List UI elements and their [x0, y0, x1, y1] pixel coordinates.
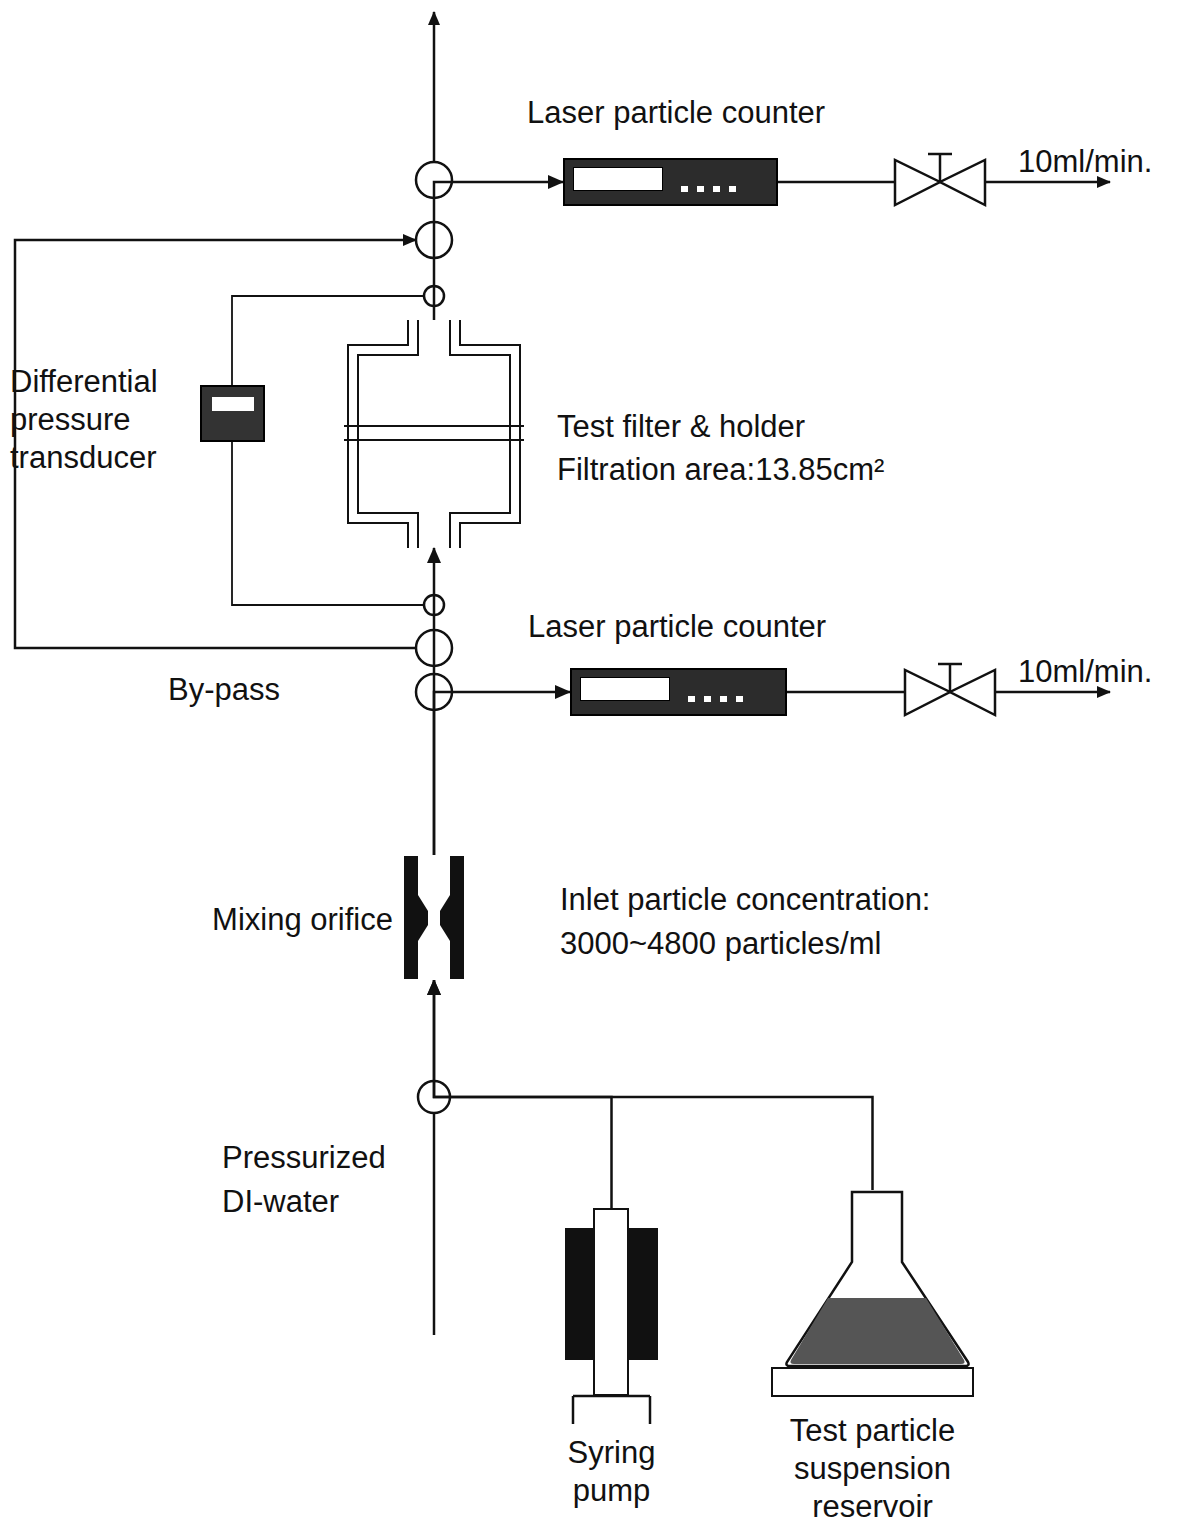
- equipment-label: Filtration area:13.85cm²: [557, 451, 884, 489]
- valve: [905, 670, 950, 715]
- transducer-display: [212, 397, 254, 411]
- drain-line: [995, 691, 1110, 694]
- equipment-node: Syring pump: [563, 1208, 660, 1425]
- flow-connector: [434, 182, 563, 320]
- equipment-label: Test particle suspension reservoir: [765, 1412, 980, 1526]
- equipment-node: Test filter & holderFiltration area:13.8…: [344, 320, 524, 548]
- valve: [940, 160, 985, 205]
- valve: [895, 160, 940, 205]
- outlet-pipe: [433, 12, 436, 162]
- counter-display: [573, 167, 663, 191]
- sample-line: [778, 181, 895, 184]
- syringe: [563, 1208, 660, 1425]
- note-label: Inlet particle concentration: 3000~4800 …: [560, 878, 1045, 966]
- equipment-node: Differential pressure transducer: [200, 385, 265, 442]
- equipment-node: Laser particle counter: [570, 668, 787, 716]
- transducer-body: [200, 385, 265, 442]
- orifice-body: [403, 855, 465, 980]
- equipment-label: Syring pump: [543, 1434, 680, 1510]
- valve-stem: [938, 663, 962, 666]
- note-label: Pressurized DI-water: [222, 1136, 427, 1224]
- flow-connector: [434, 692, 570, 855]
- valve-stem: [949, 664, 952, 692]
- equipment-node: Test particle suspension reservoir: [770, 1190, 975, 1398]
- pressure-line: [232, 296, 424, 385]
- note-label: 10ml/min.: [1018, 650, 1178, 694]
- counter-display: [580, 677, 670, 701]
- sample-line: [787, 691, 905, 694]
- counter-buttons: [688, 696, 748, 702]
- equipment-node: Laser particle counter: [563, 158, 778, 206]
- valve-stem: [939, 154, 942, 182]
- equipment-label: Laser particle counter: [527, 94, 825, 132]
- di-water-pipe: [433, 1113, 436, 1335]
- note-label: By-pass: [168, 668, 368, 712]
- flask: [770, 1190, 975, 1398]
- equipment-label: Differential pressure transducer: [10, 363, 190, 477]
- flow-connector: [434, 980, 612, 1208]
- valve-stem: [928, 153, 952, 156]
- filter-holder: [344, 320, 524, 548]
- note-label: 10ml/min.: [1018, 140, 1178, 184]
- flow-connector: [434, 980, 873, 1190]
- drain-line: [985, 181, 1110, 184]
- equipment-label: Laser particle counter: [528, 608, 826, 646]
- equipment-label: Test filter & holder: [557, 408, 805, 446]
- equipment-node: Mixing orifice: [403, 855, 465, 980]
- equipment-label: Mixing orifice: [212, 901, 393, 939]
- valve: [950, 670, 995, 715]
- counter-buttons: [681, 186, 741, 192]
